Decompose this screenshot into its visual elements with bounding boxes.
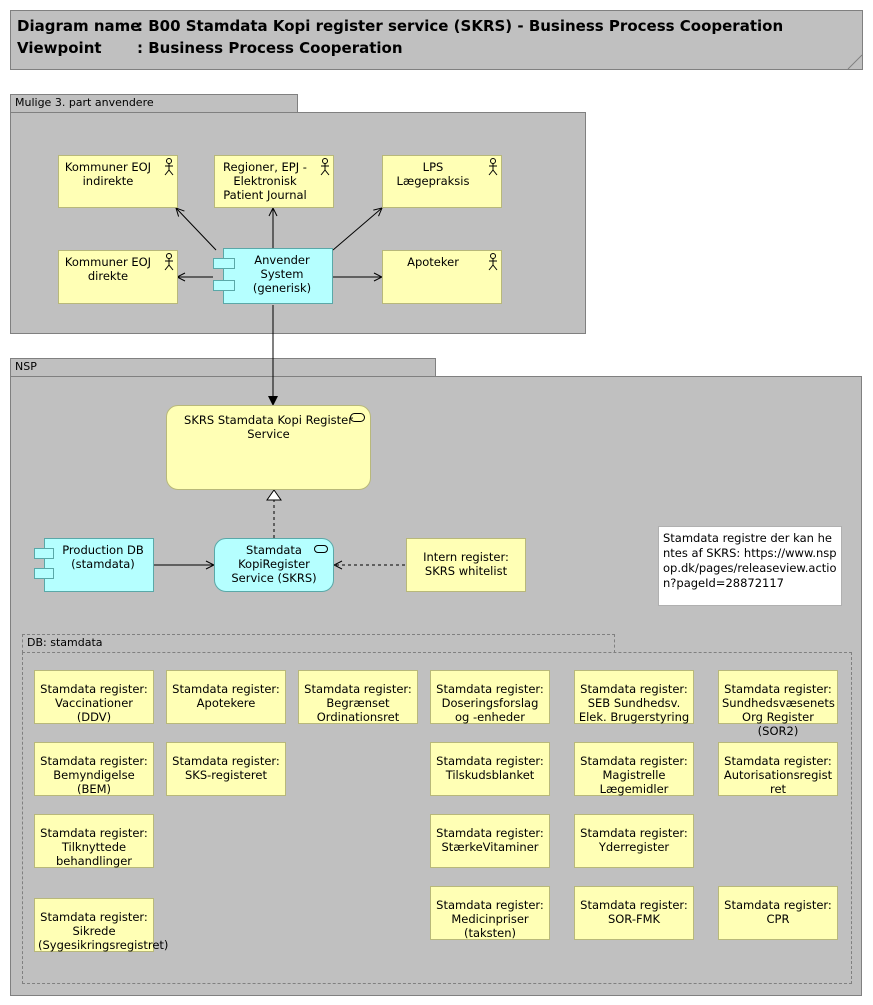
diagram-name-row: Diagram name: B00 Stamdata Kopi register… [17,17,783,35]
register-label: Stamdata register: StærkeVitaminer [436,826,544,854]
actor-icon [164,158,174,176]
actor-icon [488,158,498,176]
group-tab-db: DB: stamdata [22,634,615,653]
register-sikrede[interactable]: Stamdata register: Sikrede (Sygesikrings… [34,898,169,952]
actor-label: Kommuner EOJ direkte [64,255,152,283]
actor-kommuner-eoj-direkte[interactable]: Kommuner EOJ direkte [58,250,178,304]
realization-arrowhead [266,489,282,501]
actor-apoteker[interactable]: Apoteker [382,250,502,304]
actor-icon [488,253,498,271]
component-icon [34,568,54,579]
component-production-db[interactable]: Production DB (stamdata) [44,538,154,592]
group-tab-third-party: Mulige 3. part anvendere [10,94,298,113]
object-intern-register-whitelist[interactable]: Intern register: SKRS whitelist [406,538,526,592]
register-label: Stamdata register: Sundhedsvæsenets Org … [722,682,835,738]
register-label: Stamdata register: Yderregister [580,826,688,854]
actor-label: Apoteker [407,255,459,269]
register-label: Stamdata register: Bemyndigelse (BEM) [40,754,148,796]
register-doseringsforslag[interactable]: Stamdata register: Doseringsforslag og -… [430,670,550,724]
group-db-stamdata[interactable] [22,652,852,984]
actor-label: LPS Lægepraksis [396,160,470,188]
actor-kommuner-eoj-indirekte[interactable]: Kommuner EOJ indirekte [58,155,178,208]
register-label: Stamdata register: Begrænset Ordinations… [304,682,412,724]
actor-icon [164,253,174,271]
service-label: Stamdata KopiRegister Service (SKRS) [231,543,317,585]
register-yderregister[interactable]: Stamdata register: Yderregister [574,814,694,868]
service-label: SKRS Stamdata Kopi Register Service [184,413,353,441]
register-label: Stamdata register: SOR-FMK [580,898,688,926]
register-label: Stamdata register: Vaccinationer (DDV) [40,682,148,724]
service-stamdata-kopiregister[interactable]: Stamdata KopiRegister Service (SKRS) [214,538,334,592]
object-label: Intern register: SKRS whitelist [423,550,509,578]
service-icon [314,545,328,553]
register-vaccinationer[interactable]: Stamdata register: Vaccinationer (DDV) [34,670,154,724]
service-skrs-stamdata[interactable]: SKRS Stamdata Kopi Register Service [166,405,371,490]
register-label: Stamdata register: Doseringsforslag og -… [436,682,544,724]
register-medicinpriser[interactable]: Stamdata register: Medicinpriser (takste… [430,886,550,940]
viewpoint-value: : Business Process Cooperation [137,39,403,57]
register-label: Stamdata register: Magistrelle Lægemidle… [580,754,688,796]
register-sor-fmk[interactable]: Stamdata register: SOR-FMK [574,886,694,940]
register-label: Stamdata register: CPR [724,898,832,926]
actor-label: Kommuner EOJ indirekte [64,160,152,188]
register-tilknyttede-behandlinger[interactable]: Stamdata register: Tilknyttede behandlin… [34,814,154,868]
register-sor2[interactable]: Stamdata register: Sundhedsvæsenets Org … [718,670,838,738]
diagram-header: Diagram name: B00 Stamdata Kopi register… [10,10,863,70]
register-label: Stamdata register: Medicinpriser (takste… [436,898,544,940]
component-icon [213,258,235,269]
register-staerkevitaminer[interactable]: Stamdata register: StærkeVitaminer [430,814,550,868]
register-tilskudsblanket[interactable]: Stamdata register: Tilskudsblanket [430,742,550,796]
component-anvender-system[interactable]: Anvender System (generisk) [223,248,333,304]
flow-anvender-kommuner-indirekte [176,208,217,251]
service-icon [350,413,365,422]
note-stamdata-registre[interactable]: Stamdata registre der kan hentes af SKRS… [658,526,842,606]
viewpoint-row: Viewpoint : Business Process Cooperation [17,39,403,57]
flow-anvender-lps [332,208,382,251]
register-label: Stamdata register: Apotekere [172,682,280,710]
actor-lps-laegepraksis[interactable]: LPS Lægepraksis [382,155,502,208]
register-label: Stamdata register: Tilskudsblanket [436,754,544,782]
register-autorisation[interactable]: Stamdata register: Autorisationsregistre… [718,742,838,796]
register-sks[interactable]: Stamdata register: SKS-registeret [166,742,286,796]
register-label: Stamdata register: SEB Sundhedsv. Elek. … [578,682,690,724]
component-label: Production DB (stamdata) [62,543,144,571]
diagram-name-value: : B00 Stamdata Kopi register service (SK… [137,17,784,35]
register-label: Stamdata register: SKS-registeret [172,754,280,782]
viewpoint-label: Viewpoint [17,39,102,57]
register-label: Stamdata register: Autorisationsregistre… [723,754,833,796]
register-bemyndigelse[interactable]: Stamdata register: Bemyndigelse (BEM) [34,742,154,796]
actor-regioner-epj[interactable]: Regioner, EPJ - Elektronisk Patient Jour… [214,155,334,208]
note-text: Stamdata registre der kan hentes af SKRS… [663,531,837,590]
diagram-name-label: Diagram name [17,17,141,35]
register-cpr[interactable]: Stamdata register: CPR [718,886,838,940]
corner-fold-icon [847,54,863,70]
register-magistrelle[interactable]: Stamdata register: Magistrelle Lægemidle… [574,742,694,796]
register-label: Stamdata register: Sikrede (Sygesikrings… [38,910,169,952]
component-label: Anvender System (generisk) [252,253,312,295]
component-icon [34,548,54,559]
register-label: Stamdata register: Tilknyttede behandlin… [40,826,148,868]
register-seb[interactable]: Stamdata register: SEB Sundhedsv. Elek. … [574,670,694,724]
actor-icon [320,158,330,176]
register-apotekere[interactable]: Stamdata register: Apotekere [166,670,286,724]
component-icon [213,280,235,291]
actor-label: Regioner, EPJ - Elektronisk Patient Jour… [223,160,307,202]
register-begraenset-ordinationsret[interactable]: Stamdata register: Begrænset Ordinations… [298,670,418,724]
